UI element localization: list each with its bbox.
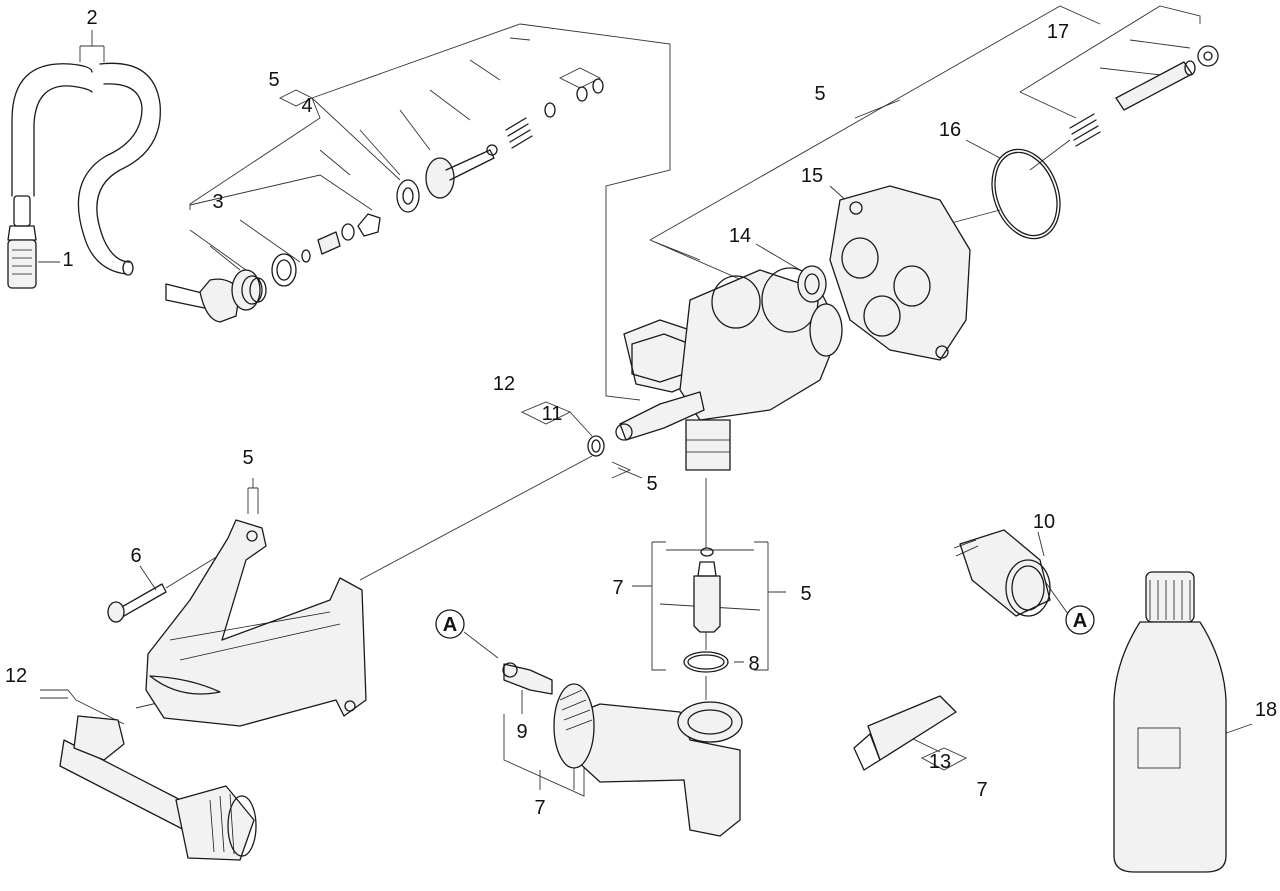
callout-5-middle: 5 [646,473,657,495]
part-9-plug [502,662,553,695]
callout-13: 13 [929,751,951,773]
part-1-suction-filter [7,195,37,289]
callout-12-top: 12 [493,373,515,395]
pump-head-housing [615,267,843,471]
part-15-flange [829,185,971,361]
callout-10: 10 [1033,511,1055,533]
part-2-hose [11,62,161,276]
part-3-inlet-fitting [165,213,381,323]
callout-5-top-left: 5 [268,69,279,91]
callout-1: 1 [62,249,73,271]
part-6-screw [107,583,167,623]
callout-18: 18 [1255,699,1277,721]
callout-11: 11 [542,403,563,425]
part-10-hose-adapter [953,529,1051,617]
callout-4: 4 [301,95,312,117]
part-12-outlet-pipe [59,715,257,861]
part-8-o-ring [683,651,729,673]
callout-5-bracket: 5 [242,447,253,469]
marker-a-left-label: A [443,614,457,636]
part-14-seal [797,265,827,303]
part-7-valve-cartridge [693,547,721,633]
part-11-o-ring [587,435,605,457]
part-17-spring-set [1069,45,1219,147]
outlet-elbow [553,683,743,837]
marker-a-right-label: A [1073,610,1087,632]
pump-bracket [145,519,367,727]
part-16-o-ring [991,148,1061,240]
part-4-valve-set [396,78,604,213]
callout-5-cartridge: 5 [800,583,811,605]
callout-7-cartridge: 7 [612,577,623,599]
callout-numbers: 2 1 5 4 3 5 17 16 15 14 12 11 5 5 6 12 7… [5,7,1277,819]
marker-a-left: A [435,609,465,639]
callout-2: 2 [86,7,97,29]
marker-a-right: A [1065,605,1095,635]
callout-16: 16 [939,119,961,141]
callout-6: 6 [130,545,141,567]
callout-17: 17 [1047,21,1069,43]
callout-12-bottom: 12 [5,665,27,687]
part-18-oil-bottle [1113,571,1227,873]
callout-3: 3 [212,191,223,213]
callout-7-grease: 7 [976,779,987,801]
callout-5-top-right: 5 [814,83,825,105]
callout-8: 8 [748,653,759,675]
callout-14: 14 [729,225,751,247]
callout-15: 15 [801,165,823,187]
callout-7-bottom: 7 [534,797,545,819]
callout-9: 9 [516,721,527,743]
part-13-grease-tube [853,695,957,771]
